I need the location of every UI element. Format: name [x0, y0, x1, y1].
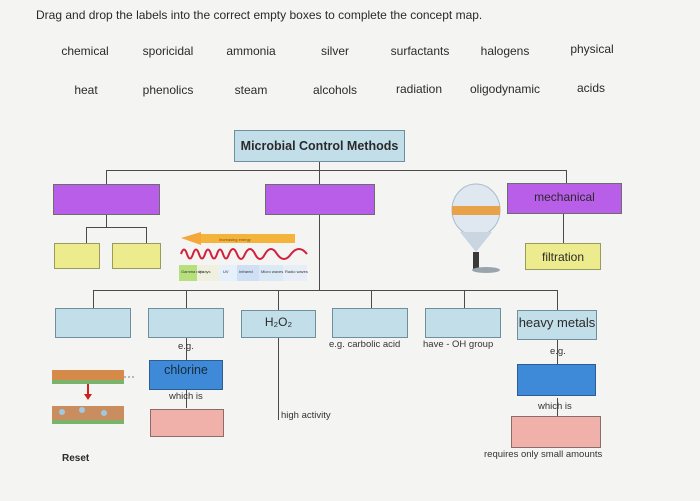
drop-box-level3-5[interactable]: [425, 308, 501, 338]
label-phenolics[interactable]: phenolics: [142, 83, 194, 97]
label-oligodynamic[interactable]: oligodynamic: [469, 82, 541, 96]
heavy-metals-label: heavy metals: [518, 315, 596, 330]
connector: [86, 227, 147, 228]
drop-box-yellow-1[interactable]: [54, 243, 100, 269]
filtration-box: filtration: [525, 243, 601, 270]
cell-membrane-illustration: [52, 346, 136, 438]
drop-box-pink-1[interactable]: [150, 409, 224, 437]
band-infrared: Infrared: [239, 269, 253, 274]
connector: [186, 390, 187, 408]
connector: [557, 340, 558, 364]
label-silver[interactable]: silver: [320, 44, 350, 58]
label-ammonia[interactable]: ammonia: [226, 44, 276, 58]
filtration-label: filtration: [541, 250, 585, 264]
label-sporicidal[interactable]: sporicidal: [142, 44, 194, 58]
requires-small-text: requires only small amounts: [484, 449, 603, 460]
map-title: Microbial Control Methods: [234, 130, 405, 162]
connector: [93, 290, 558, 291]
instructions: Drag and drop the labels into the correc…: [36, 8, 483, 22]
eg-carbolic-text: e.g. carbolic acid: [329, 339, 401, 350]
have-oh-text: have - OH group: [423, 339, 494, 350]
label-radiation[interactable]: radiation: [395, 82, 443, 96]
connector: [371, 290, 372, 308]
connector: [106, 215, 107, 227]
mechanical-box: mechanical: [507, 183, 622, 214]
band-uv: UV: [223, 269, 229, 274]
connector: [93, 290, 94, 308]
h2o2-label: H₂O₂: [264, 315, 293, 329]
band-gamma: Gamma rays: [181, 269, 204, 274]
label-steam[interactable]: steam: [234, 83, 268, 97]
connector: [106, 170, 107, 184]
filter-illustration: [446, 180, 506, 278]
connector: [319, 162, 320, 170]
label-surfactants[interactable]: surfactants: [390, 44, 450, 58]
connector: [186, 290, 187, 308]
h2o2-box: H₂O₂: [241, 310, 316, 338]
spectrum-illustration: Increasing energy Gamma rays X-rays UV I…: [179, 232, 311, 290]
eg-text-1: e.g.: [178, 341, 194, 352]
band-microwaves: Micro waves: [261, 269, 283, 274]
connector: [86, 227, 87, 243]
which-is-text-1: which is: [169, 391, 203, 402]
drop-box-heavy-metal-example[interactable]: [517, 364, 596, 396]
chlorine-box: chlorine: [149, 360, 223, 390]
which-is-text-2: which is: [538, 401, 572, 412]
drop-box-level1-center[interactable]: [265, 184, 375, 215]
eg-text-2: e.g.: [550, 346, 566, 357]
connector: [464, 290, 465, 308]
connector: [319, 170, 320, 184]
mechanical-label: mechanical: [534, 190, 595, 204]
drop-box-pink-2[interactable]: [511, 416, 601, 448]
reset-button[interactable]: Reset: [62, 453, 90, 464]
label-heat[interactable]: heat: [74, 83, 98, 97]
connector: [146, 227, 147, 243]
label-chemical[interactable]: chemical: [61, 44, 109, 58]
band-radio: Radio waves: [285, 269, 308, 274]
spectrum-arrow-label: Increasing energy: [219, 237, 251, 242]
drop-box-level3-2[interactable]: [148, 308, 224, 338]
drop-box-level3-4[interactable]: [332, 308, 408, 338]
label-halogens[interactable]: halogens: [480, 44, 530, 58]
connector: [319, 215, 320, 290]
chlorine-label: chlorine: [164, 363, 208, 377]
label-acids[interactable]: acids: [576, 81, 606, 95]
connector: [278, 290, 279, 310]
drop-box-yellow-2[interactable]: [112, 243, 161, 269]
high-activity-text: high activity: [281, 410, 331, 421]
connector: [563, 214, 564, 243]
label-physical[interactable]: physical: [570, 42, 614, 56]
connector: [557, 398, 558, 416]
connector: [186, 338, 187, 360]
connector: [557, 290, 558, 310]
drop-box-level3-1[interactable]: [55, 308, 131, 338]
connector: [566, 170, 567, 183]
band-xrays: X-rays: [199, 269, 211, 274]
connector: [278, 338, 279, 420]
label-alcohols[interactable]: alcohols: [312, 83, 358, 97]
drop-box-level1-left[interactable]: [53, 184, 160, 215]
connector: [106, 170, 566, 171]
heavy-metals-box: heavy metals: [517, 310, 597, 340]
